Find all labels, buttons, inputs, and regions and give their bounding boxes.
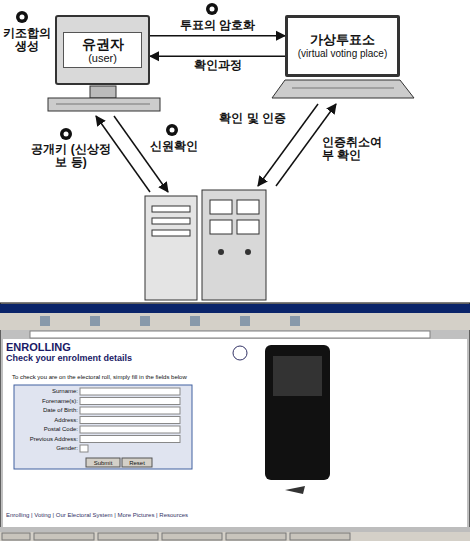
taskbar-button bbox=[34, 533, 94, 540]
computer-base bbox=[48, 98, 160, 111]
instruction-text: To check you are on the electoral roll, … bbox=[12, 374, 257, 381]
server-icon bbox=[245, 249, 251, 255]
input-field bbox=[80, 417, 180, 424]
node-title: 가상투표소 bbox=[310, 33, 375, 48]
field-label: Forename(s): bbox=[15, 398, 78, 405]
node-subtitle: (virtual voting place) bbox=[298, 48, 387, 60]
server-icon bbox=[218, 249, 224, 255]
step-symbol bbox=[64, 132, 69, 137]
toolbar-icon bbox=[140, 316, 150, 326]
field-label: Surname: bbox=[15, 388, 78, 395]
device-picture bbox=[273, 356, 322, 396]
toolbar-icon bbox=[190, 316, 200, 326]
server-icon bbox=[210, 220, 232, 234]
server-icon bbox=[152, 206, 190, 212]
toolbar-icon bbox=[90, 316, 100, 326]
button-label: Submit bbox=[86, 460, 120, 467]
input-field bbox=[80, 445, 88, 452]
site-logo bbox=[233, 346, 247, 360]
browser-window bbox=[0, 303, 470, 541]
field-label: Gender: bbox=[15, 445, 78, 452]
device-picture bbox=[285, 486, 305, 494]
flow-arrow bbox=[150, 56, 285, 58]
flow-arrow bbox=[150, 35, 285, 37]
monitor-stand bbox=[90, 86, 116, 98]
input-field bbox=[80, 398, 180, 405]
step-symbol bbox=[170, 128, 175, 133]
input-field bbox=[80, 436, 180, 443]
field-label: Address: bbox=[15, 417, 78, 424]
taskbar-button bbox=[98, 533, 158, 540]
step-symbol bbox=[20, 15, 25, 20]
server-icon bbox=[152, 230, 190, 236]
flow-arrow bbox=[114, 116, 168, 192]
page-subheading: Check your enrolment details bbox=[6, 354, 226, 364]
node-title: 유권자 bbox=[82, 36, 124, 52]
field-label: Previous Address: bbox=[15, 436, 78, 443]
form-button bbox=[86, 458, 120, 467]
step-label: 인증취소여부 확인 bbox=[322, 136, 392, 162]
step-symbol bbox=[166, 124, 178, 136]
field-label: Date of Birth: bbox=[15, 407, 78, 414]
step-label: 공개키 (신상정보 등) bbox=[30, 143, 112, 169]
toolbar-icon bbox=[290, 316, 300, 326]
input-field bbox=[80, 388, 180, 395]
toolbar bbox=[0, 313, 470, 330]
step-symbol bbox=[210, 7, 215, 12]
form-box bbox=[14, 385, 192, 469]
laptop-screen: 가상투표소(virtual voting place) bbox=[285, 15, 400, 77]
monitor-screen: 유권자(user) bbox=[63, 32, 142, 69]
edge-label: 확인과정 bbox=[192, 59, 244, 72]
server-icon bbox=[237, 220, 259, 234]
taskbar bbox=[0, 532, 470, 541]
step-symbol bbox=[16, 11, 28, 23]
edge-label: 투표의 암호화 bbox=[178, 19, 257, 32]
page-heading: ENROLLING bbox=[6, 341, 206, 353]
taskbar-button bbox=[226, 533, 286, 540]
button-label: Reset bbox=[122, 460, 152, 467]
device-picture bbox=[265, 345, 330, 480]
taskbar-button bbox=[162, 533, 222, 540]
nav-links: Enrolling | Voting | Our Electoral Syste… bbox=[6, 512, 326, 519]
input-field bbox=[80, 407, 180, 414]
title-bar bbox=[0, 304, 470, 313]
computer-base bbox=[56, 104, 150, 105]
taskbar-button bbox=[290, 533, 350, 540]
server-icon bbox=[145, 190, 266, 300]
step-symbol bbox=[206, 3, 218, 15]
laptop-base bbox=[292, 88, 394, 89]
laptop-base bbox=[272, 80, 414, 98]
step-label: 확인 및 인증 bbox=[208, 112, 286, 125]
server-icon bbox=[210, 200, 232, 214]
user-computer: 유권자(user) bbox=[55, 15, 150, 85]
status-bar bbox=[0, 527, 470, 532]
server-icon bbox=[237, 200, 259, 214]
step-label: 키조합의 생성 bbox=[2, 27, 52, 53]
step-label: 신원확인 bbox=[150, 140, 210, 153]
field-label: Postal Code: bbox=[15, 426, 78, 433]
form-button bbox=[122, 458, 152, 467]
taskbar-button bbox=[2, 533, 30, 540]
server-icon bbox=[202, 190, 266, 300]
web-page bbox=[3, 339, 467, 527]
step-symbol bbox=[60, 128, 72, 140]
server-icon bbox=[152, 218, 190, 224]
input-field bbox=[80, 426, 180, 433]
browser-screenshot bbox=[0, 303, 470, 541]
node-subtitle: (user) bbox=[88, 52, 117, 65]
server-icon bbox=[145, 196, 197, 300]
address-bar bbox=[30, 331, 430, 338]
toolbar-icon bbox=[240, 316, 250, 326]
toolbar-icon bbox=[40, 316, 50, 326]
